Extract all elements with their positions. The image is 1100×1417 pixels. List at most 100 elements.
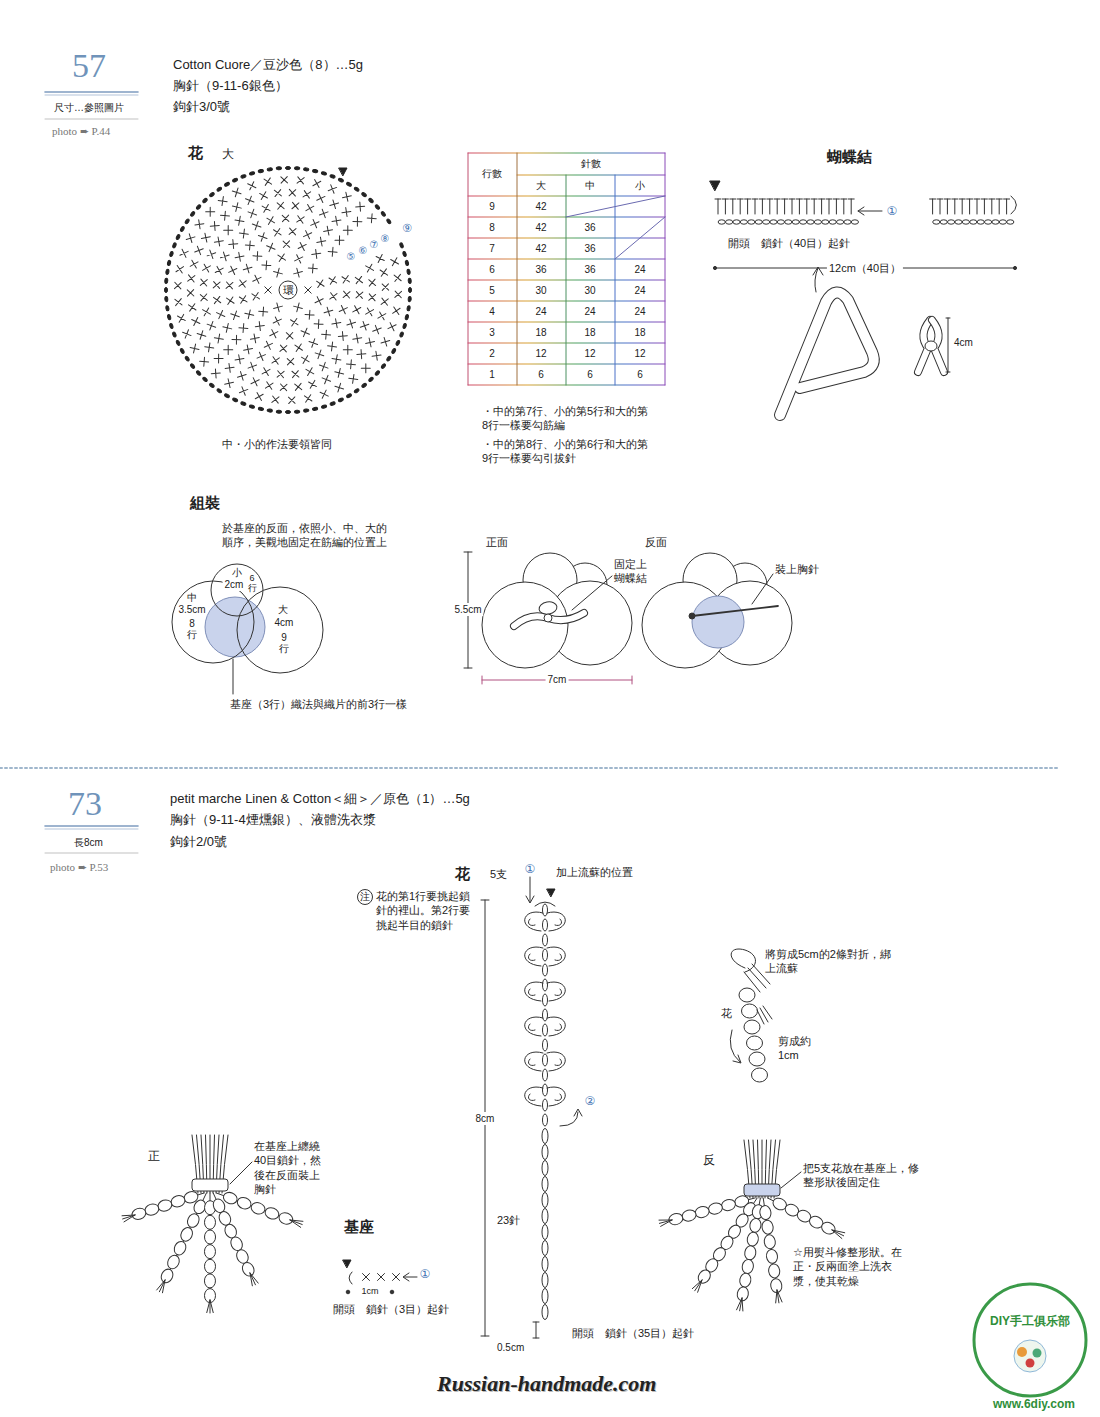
tassel-end xyxy=(659,1220,672,1223)
flower-circle xyxy=(482,582,568,668)
stitch-symbol xyxy=(796,199,802,214)
chain-stitch xyxy=(543,994,548,1006)
single-crochet-mark xyxy=(214,354,223,363)
flower-bead xyxy=(205,1259,216,1273)
label-text: 5 xyxy=(489,284,495,297)
single-crochet-mark xyxy=(192,317,200,325)
single-crochet-mark xyxy=(313,180,321,188)
flower-bead xyxy=(744,1020,760,1034)
label-text: ① xyxy=(420,1267,431,1283)
petal xyxy=(525,1052,543,1071)
single-crochet-mark xyxy=(218,197,227,206)
slip-stitch-mark xyxy=(303,167,309,171)
single-crochet-mark xyxy=(200,294,207,301)
assembly-circle: 大4cm9行 xyxy=(236,586,324,674)
dimension-line xyxy=(946,318,950,372)
flower-bead xyxy=(240,1261,256,1278)
flower-bead xyxy=(131,1206,148,1221)
label-text: 裝上胸針 xyxy=(775,562,819,576)
label-text: 23針 xyxy=(497,1213,520,1227)
header-rule xyxy=(45,91,138,93)
label-text: 6 xyxy=(538,368,544,381)
slip-stitch-mark xyxy=(294,167,299,170)
ribbon-outline xyxy=(514,613,584,626)
flower-bead xyxy=(172,1240,188,1257)
single-crochet-mark xyxy=(232,188,241,197)
flower-bead xyxy=(746,1231,759,1247)
slip-stitch-mark xyxy=(321,171,327,175)
slip-stitch-mark xyxy=(405,314,409,320)
slip-stitch-mark xyxy=(346,182,352,187)
single-crochet-mark xyxy=(197,331,206,340)
petal xyxy=(528,1024,535,1031)
single-crochet-mark xyxy=(355,276,362,283)
flower-bead xyxy=(681,1208,697,1222)
label-text: 把5支花放在基座上，修整形狀後固定住 xyxy=(803,1161,925,1190)
tassel-end xyxy=(210,1300,213,1313)
single-crochet-mark xyxy=(304,395,311,402)
single-crochet-mark xyxy=(232,203,241,212)
single-crochet-mark xyxy=(235,216,244,225)
slip-stitch-mark xyxy=(232,178,238,183)
ribbon-fill xyxy=(780,292,874,415)
watermark-logo xyxy=(1033,1349,1042,1358)
chain-stitch xyxy=(792,220,799,224)
single-crochet-mark xyxy=(281,177,288,184)
flower-bead xyxy=(250,1201,267,1216)
label-text: 18 xyxy=(634,326,645,339)
single-crochet-mark xyxy=(215,266,223,274)
chain-stitch xyxy=(542,1289,548,1304)
stitch-symbol xyxy=(974,199,980,214)
single-crochet-mark xyxy=(394,274,401,281)
slip-stitch-mark xyxy=(399,332,404,338)
single-crochet-mark xyxy=(295,344,302,351)
ribbon-outline xyxy=(780,292,874,415)
flower-bead xyxy=(179,1226,195,1243)
slip-stitch-mark xyxy=(303,409,309,413)
label-text: DIY手工俱乐部 xyxy=(990,1314,1070,1330)
label-text: 36 xyxy=(584,263,595,276)
single-crochet-mark xyxy=(292,202,299,209)
label-text: 42 xyxy=(535,200,546,213)
label-text: 3 xyxy=(489,326,495,339)
single-crochet-mark xyxy=(188,275,195,282)
brooch-pin-head xyxy=(689,613,695,619)
flower-bead xyxy=(236,1196,253,1211)
single-crochet-mark xyxy=(282,215,289,222)
chain-stitch xyxy=(542,1257,548,1272)
label-text: ⑥ xyxy=(359,244,368,257)
flower-bead xyxy=(144,1202,161,1217)
single-crochet-mark xyxy=(175,299,182,306)
single-crochet-mark xyxy=(319,209,328,218)
single-crochet-mark xyxy=(330,293,337,300)
slip-stitch-mark xyxy=(169,251,173,257)
single-crochet-mark xyxy=(330,200,339,209)
slip-stitch-mark xyxy=(330,401,336,406)
single-crochet-mark xyxy=(381,298,388,305)
slip-stitch-mark xyxy=(249,404,255,408)
label-text: 環 xyxy=(283,283,294,297)
single-crochet-mark xyxy=(315,297,323,305)
single-crochet-mark xyxy=(317,237,326,246)
single-crochet-mark xyxy=(393,307,400,314)
label-text: 固定上蝴蝶結 xyxy=(614,557,652,586)
single-crochet-mark xyxy=(328,342,337,351)
slip-stitch-mark xyxy=(165,296,168,301)
label-text: 1cm xyxy=(361,1286,378,1298)
direction-arrow xyxy=(526,896,534,903)
stitch-symbol xyxy=(848,199,854,214)
label-text: 24 xyxy=(634,284,645,297)
single-crochet-mark xyxy=(195,246,203,254)
tassel-end xyxy=(157,1280,165,1290)
stitch-symbol xyxy=(715,199,721,214)
chain-stitch xyxy=(985,220,992,224)
slip-stitch-mark xyxy=(321,404,327,408)
watermark-logo xyxy=(1026,1359,1035,1368)
flower-bead xyxy=(222,1191,239,1206)
start-marker xyxy=(710,181,720,191)
single-crochet-mark xyxy=(211,369,220,378)
label-text: 57 xyxy=(72,44,106,88)
chain-stitch xyxy=(542,1273,548,1288)
chain-stitch xyxy=(543,1039,548,1051)
